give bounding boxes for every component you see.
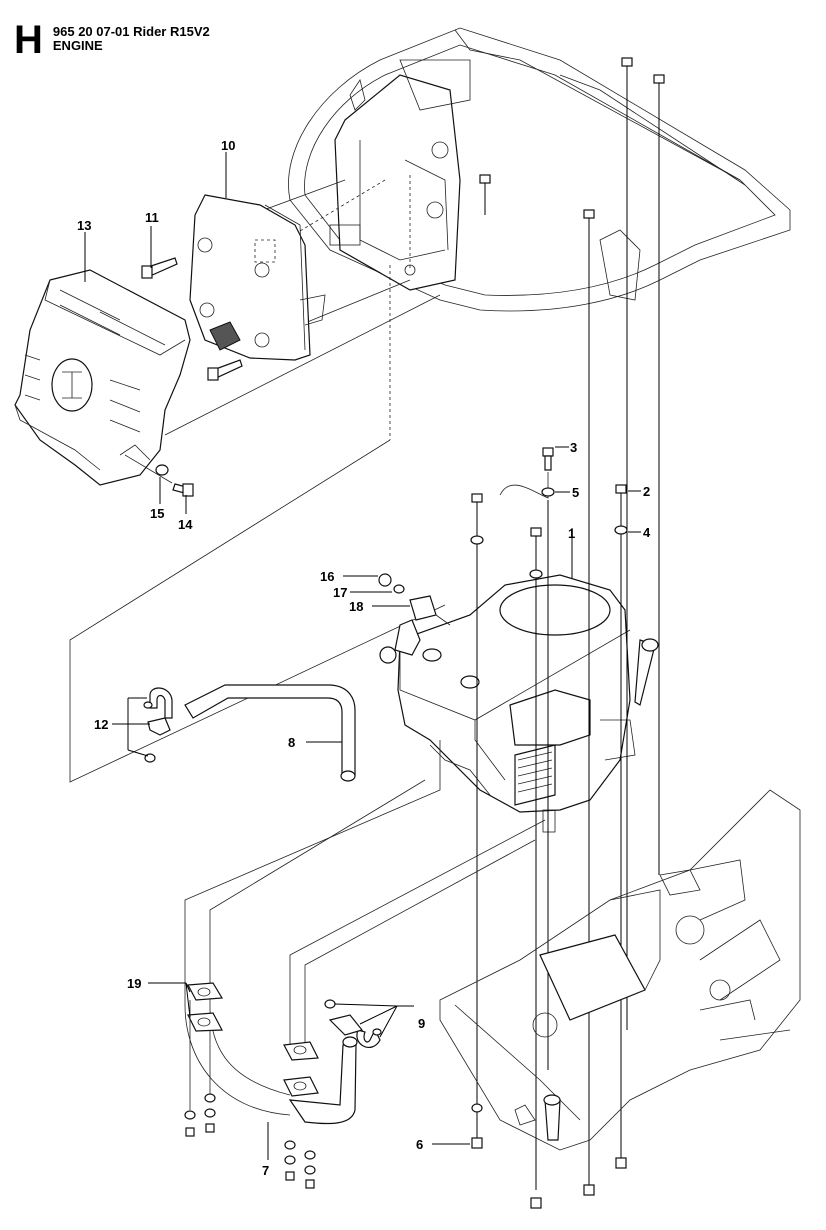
callout-16: 16: [320, 569, 334, 584]
section-letter: H: [14, 18, 43, 62]
page-header: H 965 20 07-01 Rider R15V2 ENGINE: [14, 18, 210, 62]
engine-drawing: [379, 574, 659, 833]
callout-19: 19: [127, 976, 141, 991]
callout-4: 4: [643, 525, 651, 540]
callout-11: 11: [145, 210, 159, 225]
engine-fasteners-16-17-18: [378, 573, 451, 626]
chassis-drawing: [439, 789, 801, 1151]
callout-labels: 10 11 13 3 2 5 4 1 16 17 18 12 8 19 9 6 …: [77, 138, 651, 1178]
mounting-bolt-lines: [470, 57, 665, 1209]
small-fasteners-muffler: [124, 257, 243, 497]
callout-5: 5: [572, 485, 579, 500]
front-frame-drawing: [288, 27, 791, 312]
callout-12: 12: [94, 717, 108, 732]
title-line-2: ENGINE: [52, 38, 103, 53]
callout-1: 1: [568, 526, 575, 541]
callout-13: 13: [77, 218, 91, 233]
callout-18: 18: [349, 599, 363, 614]
callout-3: 3: [570, 440, 577, 455]
exhaust-pipes-drawing: [184, 684, 546, 1189]
clamp-brackets-drawing: [143, 687, 382, 1048]
callout-7: 7: [262, 1163, 269, 1178]
callout-10: 10: [221, 138, 235, 153]
page-title: 965 20 07-01 Rider R15V2 ENGINE: [53, 22, 210, 53]
heat-shield-drawing: [14, 269, 191, 486]
callout-6: 6: [416, 1137, 423, 1152]
callout-15: 15: [150, 506, 164, 521]
muffler-drawing: [189, 194, 326, 361]
callout-14: 14: [178, 517, 193, 532]
callout-17: 17: [333, 585, 347, 600]
leader-lines: [84, 152, 641, 1160]
title-line-1: 965 20 07-01 Rider R15V2: [52, 24, 210, 39]
callout-8: 8: [288, 735, 295, 750]
callout-9: 9: [418, 1016, 425, 1031]
callout-2: 2: [643, 484, 650, 499]
